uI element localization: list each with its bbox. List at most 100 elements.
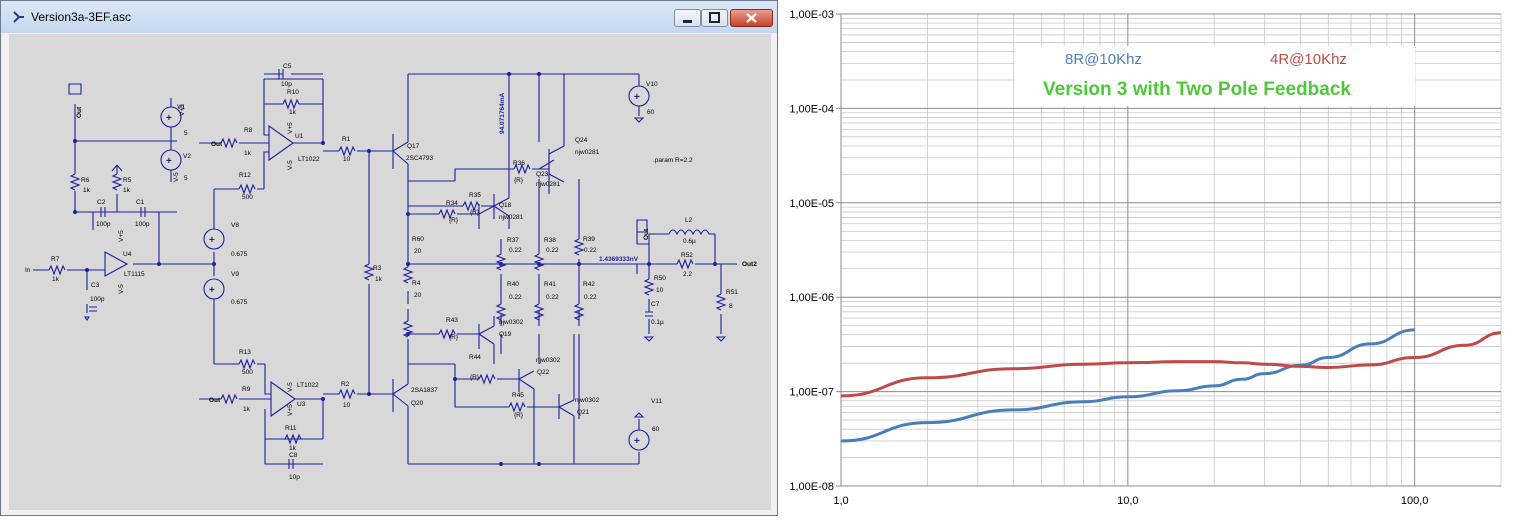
label-r50-value: 10 [656, 287, 664, 294]
legend-8r: 8R@10Khz [1065, 51, 1142, 68]
label-q23-type: njw0281 [536, 181, 561, 188]
label-r13-value: 500 [242, 369, 253, 376]
svg-text:+: + [166, 113, 172, 124]
label-v8-value: 0.675 [231, 251, 248, 258]
label-r6-value: 1k [83, 187, 91, 194]
schematic-drawing: Out V1 V+5 5 V2 V-5 5 C5 10p R10 1k R8 1… [25, 63, 757, 481]
y-tick-label: 1,00E-05 [789, 198, 834, 210]
label-r11-value: 1k [289, 445, 297, 452]
minimize-button[interactable] [674, 9, 701, 27]
label-u3-type: LT1022 [297, 382, 319, 389]
schematic-canvas[interactable]: Out V1 V+5 5 V2 V-5 5 C5 10p R10 1k R8 1… [9, 34, 771, 510]
label-q18-type: njw0281 [499, 214, 524, 221]
y-tick-label: 1,00E-08 [789, 481, 834, 493]
y-tick-label: 1,00E-07 [789, 387, 834, 399]
ltspice-app-icon [13, 11, 24, 23]
label-c2-value: 100p [96, 221, 111, 228]
label-u4-net2: V-5 [118, 284, 125, 294]
label-q24: Q24 [575, 137, 588, 144]
label-q17: Q17 [407, 143, 420, 150]
label-q23: Q23 [536, 171, 549, 178]
label-r41: R41 [544, 281, 556, 288]
label-l2: L2 [685, 217, 693, 224]
label-r40-value: 0.22 [509, 294, 522, 301]
net-label-in: In [25, 267, 31, 274]
x-tick-label: 100,0 [1401, 495, 1429, 507]
label-q20: Q20 [411, 400, 424, 407]
label-r34-value: {R} [449, 217, 459, 224]
label-r37-value: 0.22 [509, 247, 522, 254]
x-tick-label: 1,0 [833, 495, 848, 507]
label-r38: R38 [544, 237, 556, 244]
label-r10-value: 1k [289, 109, 297, 116]
label-v10-value: 60 [647, 109, 655, 116]
label-u3-net: V-5 [287, 382, 294, 392]
label-r9: R9 [242, 386, 251, 393]
label-r35-value: {R} [470, 209, 480, 216]
label-v10: V10 [646, 81, 658, 88]
label-q24-type: njw0281 [575, 149, 600, 156]
label-c5: C5 [283, 63, 292, 70]
label-v2: V2 [183, 153, 191, 160]
maximize-icon [709, 12, 720, 23]
label-r3: R3 [373, 265, 382, 272]
label-r40: R40 [507, 281, 519, 288]
window-title: Version3a-3EF.asc [31, 10, 132, 24]
label-q21: Q21 [577, 409, 590, 416]
y-tick-labels: 1,00E-081,00E-071,00E-061,00E-051,00E-04… [789, 9, 834, 493]
label-c5-value: 10p [281, 81, 292, 88]
label-v9-value: 0.675 [231, 299, 248, 306]
maximize-button[interactable] [701, 9, 728, 27]
title-bar[interactable]: Version3a-3EF.asc [1, 1, 777, 33]
label-r60: R60 [412, 236, 424, 243]
label-u1-net: V+5 [287, 122, 294, 134]
label-r1: R1 [342, 136, 351, 143]
label-v1: V1 [177, 104, 185, 111]
label-r43: R43 [446, 317, 458, 324]
label-r12-value: 500 [242, 194, 253, 201]
label-c1: C1 [136, 199, 145, 206]
label-r12: R12 [239, 172, 251, 179]
label-v9: V9 [231, 271, 239, 278]
label-r5: R5 [123, 177, 132, 184]
close-button[interactable] [730, 9, 773, 27]
net-label-out2: Out2 [742, 261, 757, 268]
svg-text:+: + [209, 235, 215, 246]
label-r45: R45 [512, 392, 524, 399]
close-icon [746, 13, 757, 23]
label-u3-net2: V+5 [287, 404, 294, 416]
label-q17-type: 2SC4793 [406, 155, 433, 162]
label-r50: R50 [654, 275, 666, 282]
label-v2-net: V-5 [173, 172, 180, 182]
label-c3: C3 [91, 282, 100, 289]
label-q19: Q19 [499, 331, 512, 338]
svg-text:+: + [209, 285, 215, 296]
label-r51-value: 8 [729, 303, 733, 310]
label-v11-value: 60 [652, 426, 660, 433]
schematic-window: Version3a-3EF.asc [0, 0, 778, 516]
label-r8: R8 [244, 127, 253, 134]
label-r51: R51 [726, 289, 738, 296]
label-c2: C2 [97, 199, 106, 206]
label-u4: U4 [123, 251, 132, 258]
net-label-out-u1: Out [211, 141, 223, 148]
chart-svg: 1,00E-081,00E-071,00E-061,00E-051,00E-04… [789, 9, 1502, 507]
label-r11: R11 [285, 425, 297, 432]
label-r60-value: 20 [414, 248, 422, 255]
label-q22-type: njw0302 [536, 357, 561, 364]
y-tick-label: 1,00E-06 [789, 292, 834, 304]
label-r1-value: 10 [343, 156, 351, 163]
series-line-4r [840, 331, 1502, 398]
svg-text:+: + [634, 92, 640, 103]
current-probe-label: 94.071764mA [499, 92, 506, 134]
label-r37: R37 [507, 237, 519, 244]
label-v11: V11 [651, 398, 662, 405]
label-r39: R39 [583, 236, 595, 243]
label-r52: R52 [681, 252, 693, 259]
label-r13: R13 [239, 349, 251, 356]
label-r34: R34 [446, 200, 458, 207]
label-r4-value: 20 [414, 292, 422, 299]
label-u3: U3 [297, 401, 306, 408]
